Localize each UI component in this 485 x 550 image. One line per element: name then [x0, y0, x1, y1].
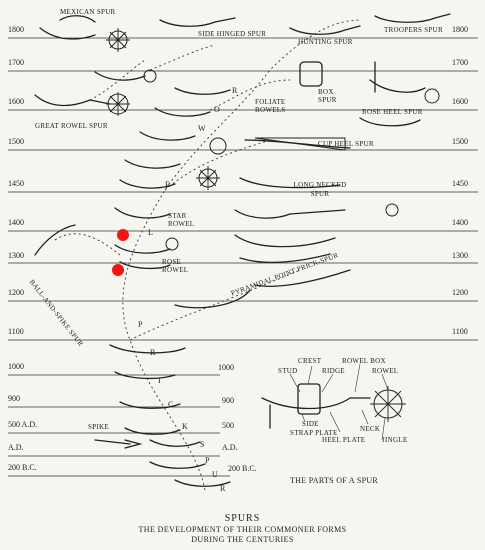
- year-label-mid-500: 500: [222, 421, 234, 430]
- label-rose-heel-spur: ROSE HEEL SPUR: [362, 108, 423, 116]
- trail-letter-e: E: [165, 180, 171, 189]
- trail-letter-r2: R: [150, 348, 156, 357]
- parts-caption: THE PARTS OF A SPUR: [290, 476, 379, 485]
- trail-letter-k: K: [182, 422, 189, 431]
- red-marker: [112, 264, 124, 276]
- year-label-1500: 1500: [8, 137, 24, 146]
- trail-letter-i: I: [158, 376, 161, 385]
- trail-letter-s: S: [200, 440, 205, 449]
- year-label-right-1300: 1300: [452, 251, 468, 260]
- year-label-200bc: 200 B.C.: [8, 463, 37, 472]
- label-spike: SPIKE: [88, 423, 109, 431]
- label-hunting-spur: HUNTING SPUR: [298, 38, 353, 46]
- part-strap-plate: STRAP PLATE: [290, 429, 338, 437]
- trail-letter-r3: R: [220, 484, 226, 493]
- year-label-mid-1000: 1000: [218, 363, 234, 372]
- part-side: SIDE: [302, 420, 319, 428]
- label-troopers-spur: TROOPERS SPUR: [384, 26, 443, 34]
- year-label-1100: 1100: [8, 327, 24, 336]
- year-label-mid-200bc: 200 B.C.: [228, 464, 257, 473]
- year-label-right-1400: 1400: [452, 218, 468, 227]
- part-heel-plate: HEEL PLATE: [322, 436, 366, 444]
- trail-letter-o: O: [214, 105, 221, 114]
- trail-letter-l: L: [148, 228, 154, 237]
- label-side-hinged-spur: SIDE HINGED SPUR: [198, 30, 267, 38]
- diagram-title: SPURS: [224, 513, 261, 524]
- year-label-mid-ad: A.D.: [222, 443, 238, 452]
- trail-letter-p2: P: [205, 456, 210, 465]
- year-label-right-1600: 1600: [452, 97, 468, 106]
- year-label-900: 900: [8, 394, 20, 403]
- year-label-right-1450: 1450: [452, 179, 468, 188]
- trail-letter-c: C: [168, 400, 174, 409]
- year-label-1000: 1000: [8, 362, 24, 371]
- part-neck: NECK: [360, 425, 381, 433]
- part-rowel-box: ROWEL BOX: [342, 357, 386, 365]
- diagram-subtitle-2: DURING THE CENTURIES: [191, 535, 294, 544]
- part-rowel: ROWEL: [372, 367, 399, 375]
- label-box-spur: BOX SPUR: [318, 88, 337, 104]
- part-stud: STUD: [278, 367, 298, 375]
- red-marker: [117, 229, 129, 241]
- label-cup-heel-spur: CUP HEEL SPUR: [318, 140, 374, 148]
- year-label-1300: 1300: [8, 251, 24, 260]
- label-great-rowel-spur: GREAT ROWEL SPUR: [35, 122, 108, 130]
- label-star-rowel: STAR ROWEL: [168, 212, 195, 228]
- year-label-right-1100: 1100: [452, 327, 468, 336]
- label-foliate-rowels: FOLIATE ROWELS: [255, 98, 286, 114]
- part-jingle: JINGLE: [382, 436, 408, 444]
- year-label-1700: 1700: [8, 58, 24, 67]
- year-label-1200: 1200: [8, 288, 24, 297]
- trail-letter-u: U: [212, 470, 219, 479]
- year-label-1400: 1400: [8, 218, 24, 227]
- year-label-1600: 1600: [8, 97, 24, 106]
- year-label-1800: 1800: [8, 25, 24, 34]
- label-mexican-spur: MEXICAN SPUR: [60, 8, 116, 16]
- year-label-1450: 1450: [8, 179, 24, 188]
- year-label-right-1700: 1700: [452, 58, 468, 67]
- trail-letter-r: R: [232, 86, 238, 95]
- trail-letter-p: P: [138, 320, 143, 329]
- label-long-necked-spur: LONG NECKED SPUR: [293, 181, 347, 198]
- year-label-right-1800: 1800: [452, 25, 468, 34]
- year-label-mid-900: 900: [222, 396, 234, 405]
- year-label-right-1200: 1200: [452, 288, 468, 297]
- diagram-subtitle-1: THE DEVELOPMENT OF THEIR COMMONER FORMS: [138, 525, 347, 534]
- part-crest: CREST: [298, 357, 322, 365]
- year-label-ad: A.D.: [8, 443, 24, 452]
- trail-letter-w: W: [198, 124, 206, 133]
- label-rose-rowel: ROSE ROWEL: [162, 258, 189, 274]
- part-ridge: RIDGE: [322, 367, 345, 375]
- year-label-500ad: 500 A.D.: [8, 420, 38, 429]
- year-label-right-1500: 1500: [452, 137, 468, 146]
